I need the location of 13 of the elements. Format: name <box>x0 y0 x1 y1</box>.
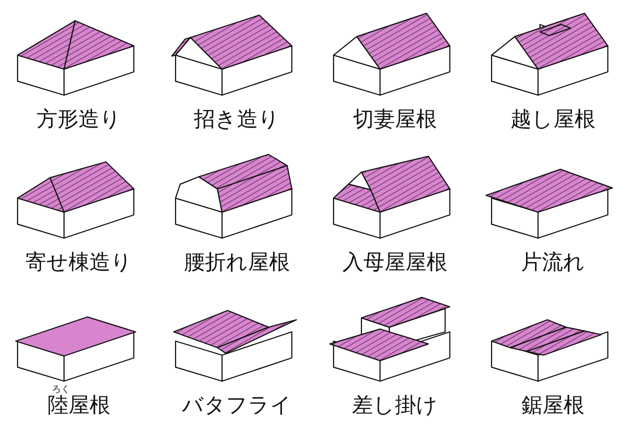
ruby-reading: ろく <box>52 385 70 395</box>
roof-type-caption: 陸屋根 <box>48 393 110 417</box>
roof-type-caption: 片流れ <box>521 250 585 274</box>
roof-type-caption: 鋸屋根 <box>522 393 584 417</box>
roof-type-caption: 差し掛け <box>352 393 438 417</box>
roof-type-caption: 招き造り <box>194 107 280 131</box>
roof-type-caption: 腰折れ屋根 <box>184 250 290 274</box>
roof-type-caption: 方形造り <box>36 107 122 131</box>
roof-type-caption: 入母屋屋根 <box>342 250 448 274</box>
roof-type-caption: 寄せ棟造り <box>26 250 132 274</box>
roof-type-caption: バタフライ <box>182 393 292 417</box>
roof-type-caption: 切妻屋根 <box>353 107 437 131</box>
roof-type-caption: 越し屋根 <box>510 107 596 131</box>
